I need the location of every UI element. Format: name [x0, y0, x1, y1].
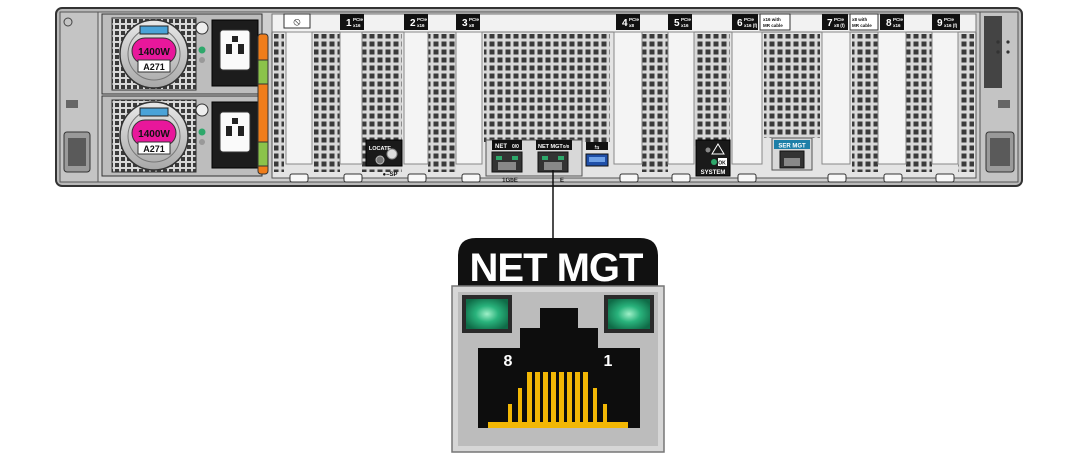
- svg-text:PCIe: PCIe: [893, 17, 904, 22]
- svg-text:x16: x16: [893, 23, 901, 28]
- psu-top[interactable]: 1400W A271: [101, 13, 263, 95]
- svg-text:7: 7: [827, 18, 833, 29]
- svg-text:PCIe: PCIe: [353, 17, 364, 22]
- svg-text:x8 with: x8 with: [852, 17, 868, 22]
- usb-port[interactable]: ⇆: [585, 142, 609, 167]
- slot-latches: [289, 173, 955, 183]
- svg-text:1: 1: [346, 18, 352, 29]
- net-mgt-port[interactable]: NET MGT 0/0: [536, 140, 572, 173]
- svg-text:LOCATE: LOCATE: [369, 146, 392, 152]
- svg-text:x8: x8: [469, 23, 475, 28]
- pin-8-label: 8: [504, 353, 513, 370]
- svg-text:x16: x16: [681, 23, 689, 28]
- svg-text:x8 (f): x8 (f): [834, 23, 845, 28]
- psu-model: A271: [143, 62, 165, 72]
- 1gbe-label: 1GbE: [502, 178, 518, 184]
- svg-text:3: 3: [462, 18, 468, 29]
- psu-bottom[interactable]: 1400W A271: [101, 95, 263, 177]
- ser-mgt-port[interactable]: SER MGT: [771, 137, 813, 171]
- svg-text:9: 9: [937, 18, 943, 29]
- system-label: SYSTEM: [701, 170, 726, 176]
- svg-text:PCIe: PCIe: [629, 17, 640, 22]
- no-entry-icon: ⦸: [293, 15, 300, 28]
- svg-text:PCIe: PCIe: [944, 17, 955, 22]
- rj45-contacts: [488, 372, 628, 428]
- svg-text:x16 with: x16 with: [763, 17, 781, 22]
- svg-text:NET MGT: NET MGT: [538, 144, 563, 150]
- 1gbe-label-partial: E: [560, 178, 564, 184]
- net-port-1gbe[interactable]: NET 0/0: [491, 140, 523, 173]
- system-status-panel: OK SYSTEM: [695, 139, 731, 177]
- svg-text:OK: OK: [718, 161, 726, 167]
- psu-wattage: 1400W: [138, 129, 170, 140]
- vent-panels: [274, 34, 974, 172]
- slot-labels: 1 PCIe x16 2 PCIe x16 3 PCIe x8 4 PCIe x…: [340, 13, 960, 31]
- svg-text:4: 4: [622, 18, 628, 29]
- svg-text:PCIe: PCIe: [834, 17, 845, 22]
- svg-text:PCIe: PCIe: [744, 17, 755, 22]
- psu-wattage: 1400W: [138, 47, 170, 58]
- pcie-slot-1-label: 1 PCIe x16: [340, 14, 364, 30]
- pin-1-label: 1: [604, 353, 613, 370]
- svg-text:⇆: ⇆: [594, 144, 599, 151]
- pcie-slot-5-label: 5 PCIe x16: [668, 14, 692, 30]
- svg-text:PCIe: PCIe: [681, 17, 692, 22]
- pcie-slot-0[interactable]: ⦸: [283, 13, 311, 29]
- pcie-slot-9-label: 9 PCIe x16 (f): [932, 14, 960, 30]
- svg-text:x16: x16: [353, 23, 361, 28]
- svg-text:x8: x8: [629, 23, 635, 28]
- svg-text:MR cable: MR cable: [763, 23, 783, 28]
- pcie-slot-6-label: 6 PCIe x16 (f) x16 with MR cable: [732, 13, 791, 31]
- svg-text:x16 (f): x16 (f): [944, 23, 958, 28]
- pcie-slot-4-label: 4 PCIe x8: [616, 14, 640, 30]
- svg-text:5: 5: [674, 18, 680, 29]
- slot-filler-plates: [285, 31, 959, 165]
- psu-release-handles[interactable]: [257, 33, 269, 175]
- pcie-slot-7-label: 7 PCIe x8 (f) x8 with MR cable: [822, 13, 879, 31]
- svg-text:0/0: 0/0: [563, 144, 570, 149]
- svg-text:6: 6: [737, 18, 743, 29]
- svg-text:x16 (f): x16 (f): [744, 23, 758, 28]
- pcie-slot-3-label: 3 PCIe x8: [456, 14, 480, 30]
- net-mgt-callout: NET MGT 8 1: [451, 238, 665, 453]
- svg-text:2: 2: [410, 18, 416, 29]
- svg-text:MR cable: MR cable: [852, 23, 872, 28]
- svg-text:NET: NET: [495, 144, 507, 150]
- network-ports: NET 0/0 NET MGT 0/0 1GbE E: [485, 139, 583, 184]
- svg-text:x16: x16: [417, 23, 425, 28]
- svg-text:PCIe: PCIe: [469, 17, 480, 22]
- svg-text:8: 8: [886, 18, 892, 29]
- svg-text:0/0: 0/0: [512, 144, 519, 150]
- sp-label: ●–SP: [383, 172, 398, 178]
- locate-button[interactable]: LOCATE ●–SP: [365, 139, 403, 178]
- pcie-slot-8-label: 8 PCIe x16: [880, 14, 904, 30]
- net-mgt-callout-title: NET MGT: [470, 246, 644, 290]
- pcie-slot-2-label: 2 PCIe x16: [404, 14, 428, 30]
- svg-text:PCIe: PCIe: [417, 17, 428, 22]
- svg-text:SER MGT: SER MGT: [778, 144, 806, 150]
- psu-model: A271: [143, 144, 165, 154]
